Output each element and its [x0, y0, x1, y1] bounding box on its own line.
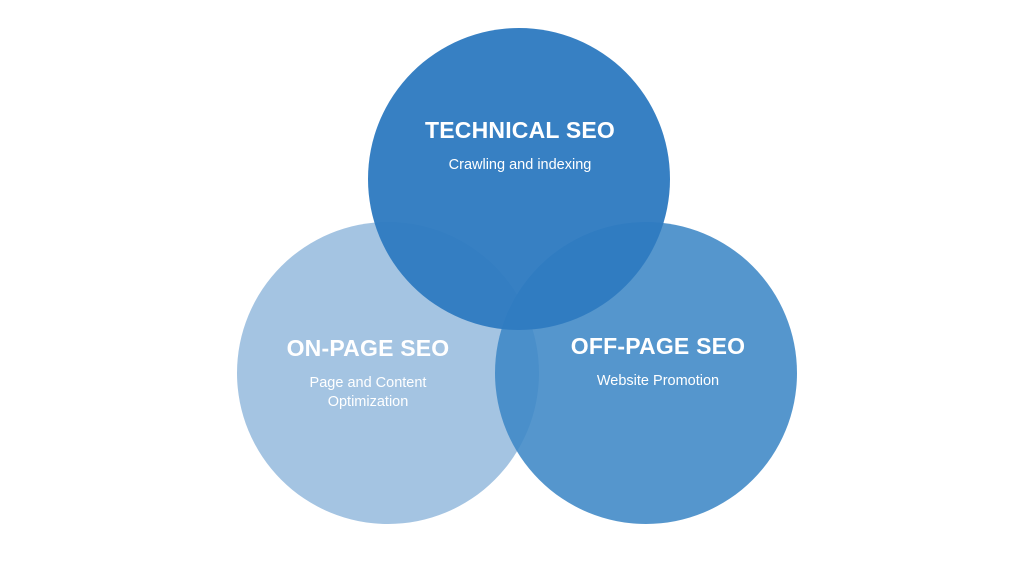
on-page-seo-label: ON-PAGE SEO Page and Content Optimizatio…	[268, 335, 468, 412]
technical-seo-label: TECHNICAL SEO Crawling and indexing	[420, 117, 620, 175]
technical-seo-subtitle-line: Crawling and indexing	[448, 157, 592, 173]
off-page-seo-subtitle-line: Website Promotion	[596, 373, 720, 389]
circle-technical-seo	[368, 28, 670, 330]
on-page-seo-subtitle-line: Page and Content	[309, 375, 427, 391]
on-page-seo-subtitle-line: Optimization	[327, 394, 409, 410]
on-page-seo-subtitle: Page and Content Optimization	[268, 374, 468, 412]
off-page-seo-subtitle: Website Promotion	[558, 372, 758, 391]
off-page-seo-label: OFF-PAGE SEO Website Promotion	[558, 333, 758, 391]
technical-seo-title: TECHNICAL SEO	[424, 117, 616, 143]
technical-seo-subtitle: Crawling and indexing	[420, 156, 620, 175]
off-page-seo-title: OFF-PAGE SEO	[570, 333, 746, 359]
on-page-seo-title: ON-PAGE SEO	[286, 335, 450, 361]
